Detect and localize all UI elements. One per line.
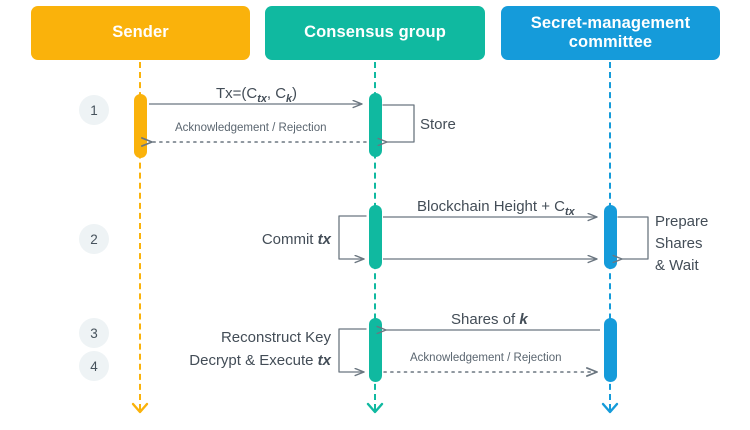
decrypt-execute-line: Decrypt & Execute tx [150, 350, 331, 373]
commit-tx-emph: tx [317, 231, 331, 248]
actor-label-sender: Sender [112, 23, 169, 42]
message-label-reconstruct-decrypt: Reconstruct Key Decrypt & Execute tx [150, 327, 331, 372]
prepare-line-2: Shares [655, 234, 703, 252]
actor-label-secret-management-committee: Secret-management committee [530, 13, 691, 51]
activation-bar-smc-step34 [604, 318, 617, 382]
activation-bar-consensus-step1 [369, 93, 382, 157]
self-loop-commit-tx [338, 215, 367, 259]
message-label-ack-rejection-2: Acknowledgement / Rejection [410, 352, 562, 364]
decrypt-execute-emph: tx [317, 351, 331, 369]
message-label-blockchain-height: Blockchain Height + Ctx [417, 197, 575, 219]
decrypt-execute-text: Decrypt & Execute [189, 351, 318, 369]
activation-bar-smc-step2 [604, 205, 617, 269]
step-number-4-label: 4 [90, 358, 98, 374]
self-loop-prepare-shares [618, 216, 649, 259]
reconstruct-key-line: Reconstruct Key [220, 329, 331, 346]
tx-request-mid: , C [266, 85, 287, 102]
activation-bar-consensus-step2 [369, 205, 382, 269]
prepare-line-3: & Wait [655, 256, 699, 274]
actor-label-consensus: Consensus group [304, 23, 446, 42]
message-label-prepare-shares-wait: Prepare Shares & Wait [655, 211, 708, 276]
lifeline-sender [139, 62, 141, 410]
message-label-commit-tx: Commit tx [186, 230, 331, 250]
tx-request-sub-k: k [286, 93, 293, 105]
step-number-2-label: 2 [90, 231, 98, 247]
actor-box-secret-management-committee: Secret-management committee [501, 6, 720, 60]
shares-of-k-emph: k [519, 311, 528, 328]
commit-tx-text: Commit [261, 231, 318, 248]
activation-bar-sender-step1 [134, 94, 147, 158]
tx-request-suffix: ) [292, 85, 298, 102]
actor-box-sender: Sender [31, 6, 250, 60]
actor-box-consensus: Consensus group [265, 6, 485, 60]
activation-bar-consensus-step34 [369, 318, 382, 382]
message-label-tx-request: Tx=(Ctx, Ck) [216, 84, 297, 106]
self-loop-reconstruct-decrypt [338, 328, 367, 372]
step-number-3: 3 [79, 318, 109, 348]
prepare-line-1: Prepare [655, 213, 709, 230]
message-label-shares-of-k: Shares of k [451, 310, 528, 330]
tx-request-prefix: Tx=(C [216, 85, 258, 102]
step-number-4: 4 [79, 351, 109, 381]
step-number-1: 1 [79, 95, 109, 125]
step-number-2: 2 [79, 224, 109, 254]
shares-of-k-text: Shares of [451, 311, 520, 328]
step-number-1-label: 1 [90, 102, 98, 118]
self-loop-store [383, 104, 415, 142]
message-label-store: Store [420, 116, 456, 133]
tx-request-sub-tx: tx [257, 93, 267, 105]
blockchain-height-prefix: Blockchain Height + C [417, 198, 565, 215]
message-label-ack-rejection-1: Acknowledgement / Rejection [175, 122, 327, 134]
step-number-3-label: 3 [90, 325, 98, 341]
blockchain-height-sub-tx: tx [565, 206, 575, 218]
